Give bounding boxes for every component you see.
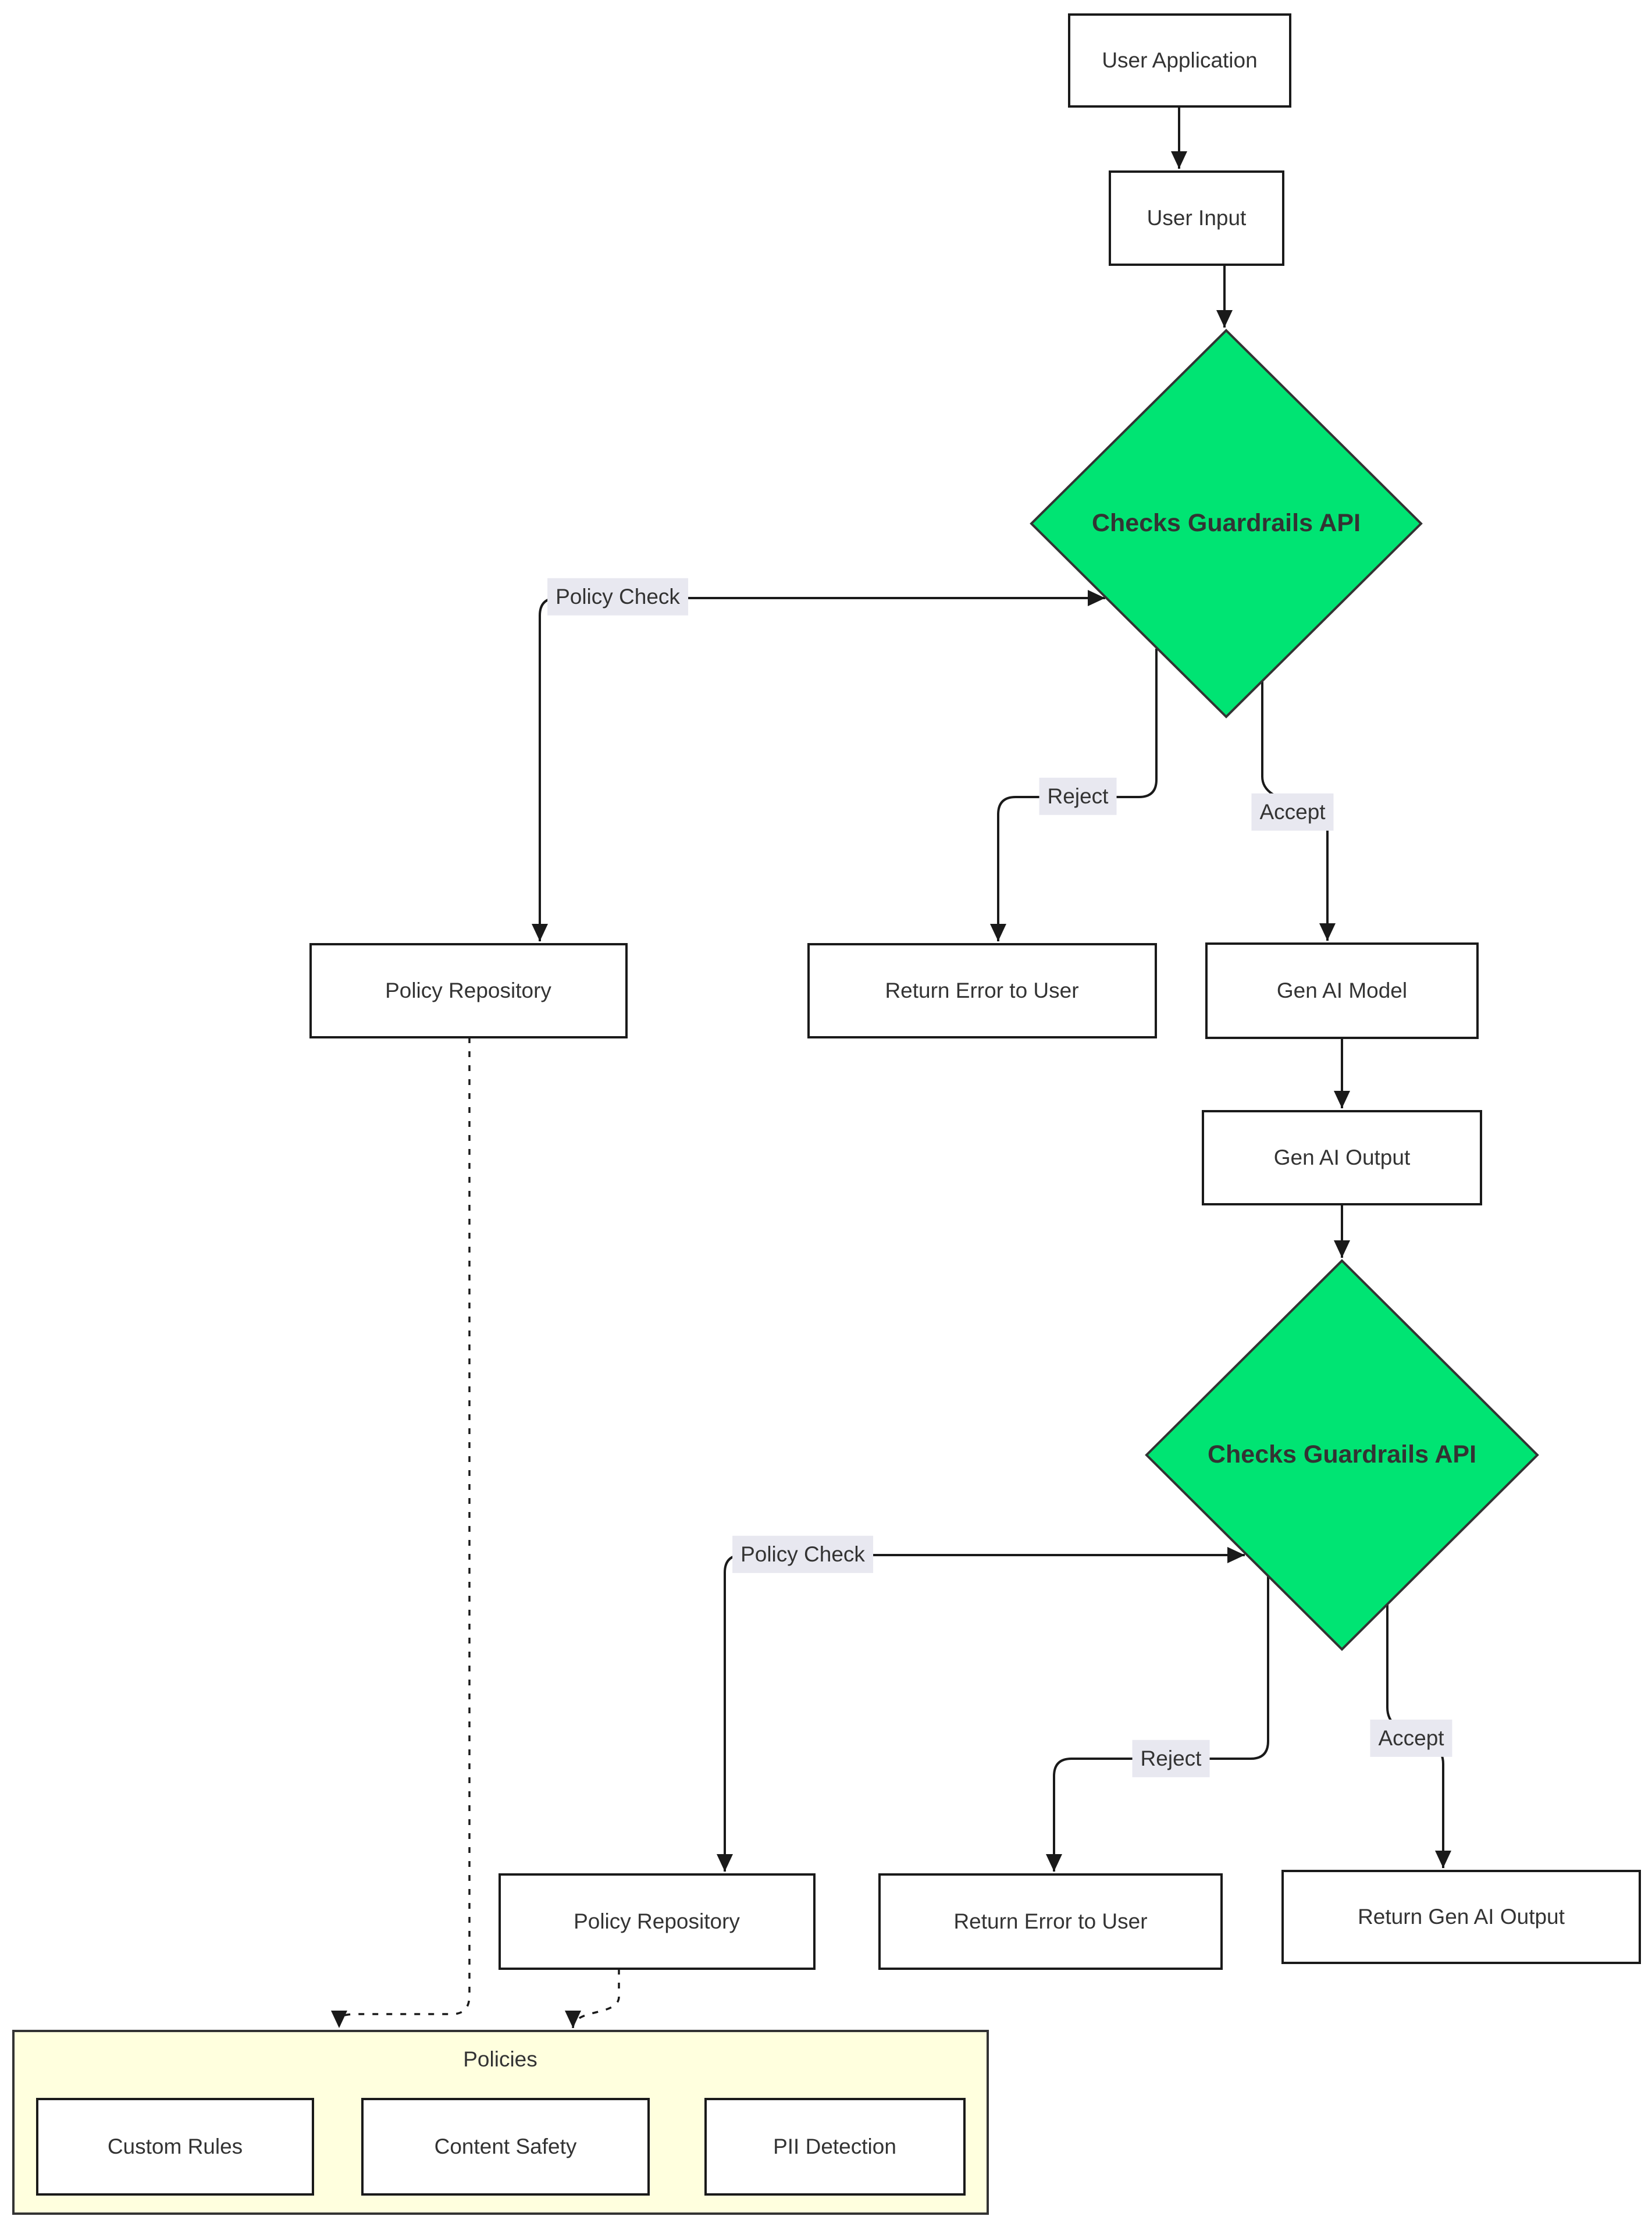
node-gen-ai-model [1205,942,1479,1039]
edge-label-accept-2: Accept [1370,1719,1452,1758]
policies-container-title: Policies [463,2047,537,2071]
edge-policy-repository-1-to-policies [331,1037,471,2028]
decision-checks-guardrails-api-output [1145,1259,1539,1651]
node-return-error-1-label: Return Error to User [885,978,1079,1002]
node-gen-ai-output-label: Gen AI Output [1273,1145,1411,1169]
node-return-error-2-label: Return Error to User [953,1909,1148,1933]
node-user-input [1109,170,1284,266]
edge-reject-2 [1046,1577,1269,1872]
node-return-gen-ai-output-label: Return Gen AI Output [1358,1904,1565,1929]
edge-label-accept-1: Accept [1251,793,1334,831]
node-custom-rules-label: Custom Rules [107,2134,243,2158]
edge-policy-check-2 [717,1547,1245,1872]
node-pii-detection [704,2098,966,2196]
edge-policy-repository-2-to-policies [565,1969,620,2029]
decision-checks-guardrails-api-input-label: Checks Guardrails API [1091,509,1361,538]
decision-checks-guardrails-api-output-label: Checks Guardrails API [1207,1440,1477,1469]
node-gen-ai-output [1202,1110,1482,1205]
edge-label-reject-2: Reject [1132,1739,1210,1778]
node-pii-detection-label: PII Detection [773,2134,896,2158]
node-policy-repository-1-label: Policy Repository [385,978,551,1002]
node-policy-repository-1 [309,943,628,1038]
node-user-input-label: User Input [1147,205,1247,230]
edge-policy-check-1 [532,590,1105,941]
node-user-application [1068,13,1291,108]
node-gen-ai-model-label: Gen AI Model [1276,978,1408,1002]
node-return-gen-ai-output [1281,1870,1641,1964]
node-return-error-1 [807,943,1157,1038]
node-policy-repository-2 [499,1873,816,1970]
edge-label-reject-1: Reject [1039,777,1117,816]
decision-checks-guardrails-api-input [1030,329,1423,718]
node-custom-rules [36,2098,314,2196]
node-content-safety-label: Content Safety [434,2134,577,2158]
edge-label-policy-check-2: Policy Check [732,1535,873,1574]
edge-label-policy-check-1: Policy Check [547,578,688,616]
node-user-application-label: User Application [1102,48,1258,72]
node-return-error-2 [878,1873,1223,1970]
node-content-safety [361,2098,650,2196]
node-policy-repository-2-label: Policy Repository [574,1909,740,1933]
